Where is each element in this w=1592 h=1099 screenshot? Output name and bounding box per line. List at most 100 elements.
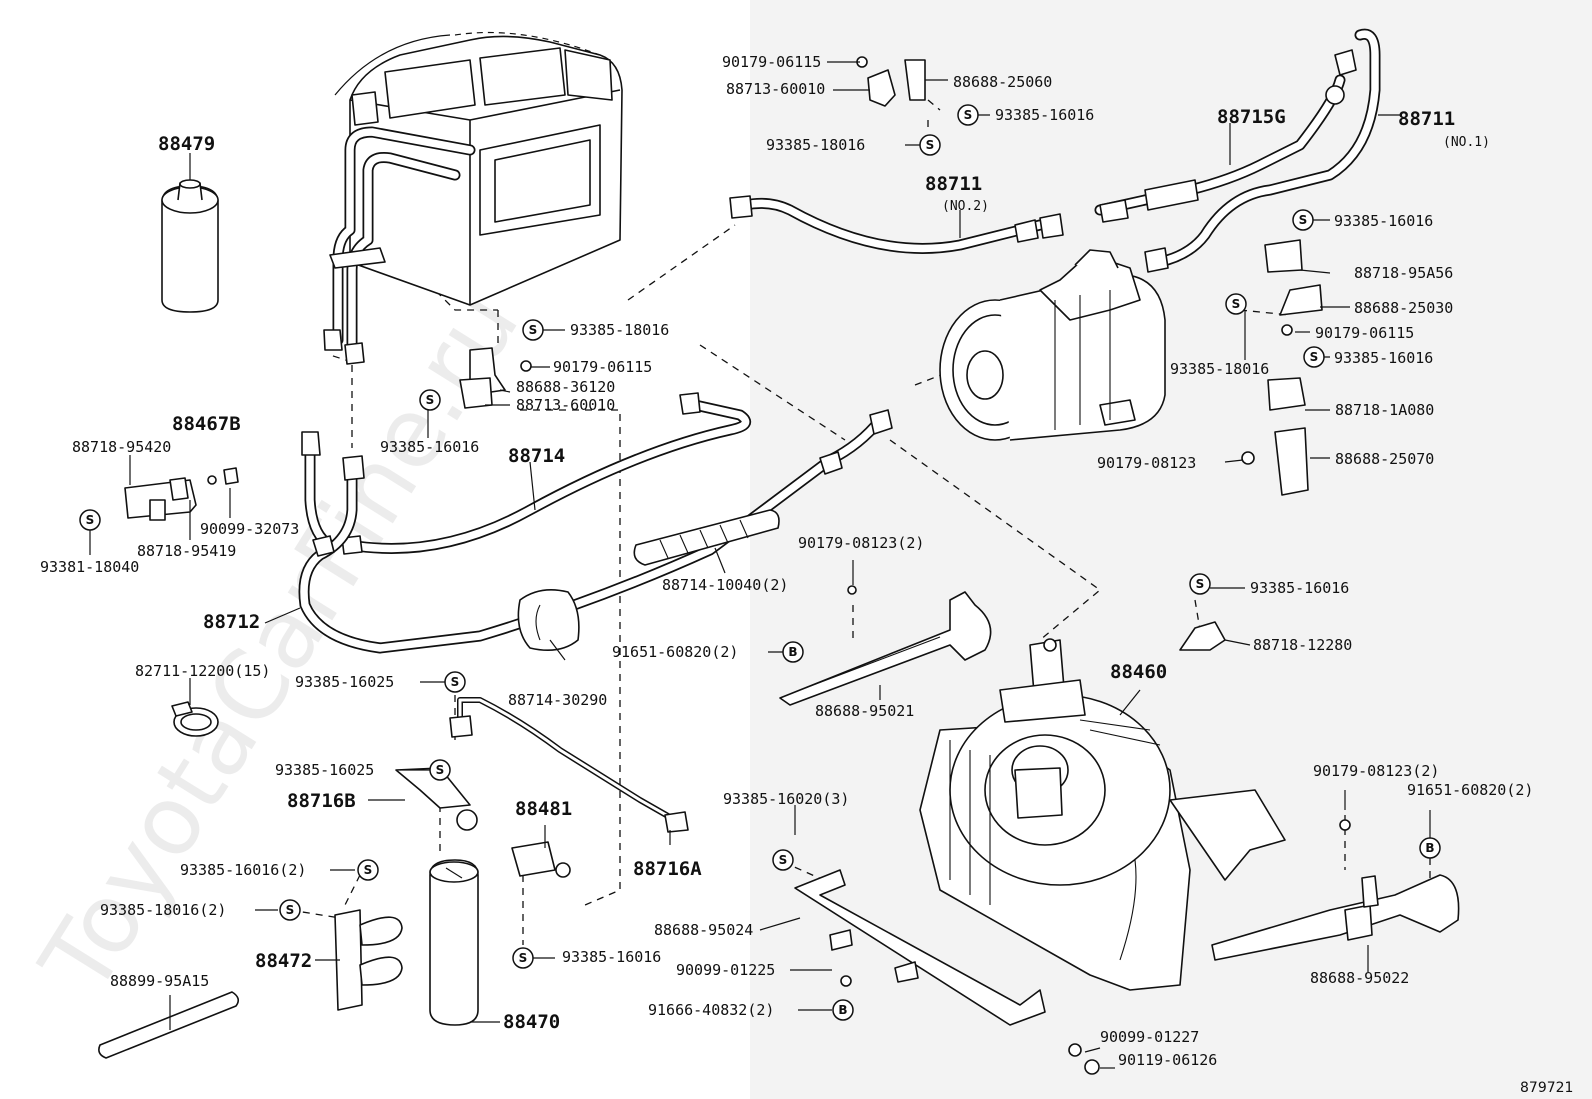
part-label-93385-16025-b: 93385-16025 (275, 761, 374, 779)
s-symbol: S (1292, 209, 1314, 231)
ac-compressor (939, 249, 1166, 441)
s-symbol: S (79, 509, 101, 531)
pressure-switch-assy (395, 697, 689, 878)
fasteners-bottom (840, 585, 1100, 1075)
evaporator-pipes (323, 126, 476, 365)
part-label-90099-01227: 90099-01227 (1100, 1028, 1199, 1046)
svg-text:S: S (426, 393, 435, 407)
part-label-88711-2: 88711 (925, 173, 982, 195)
part-label-88470: 88470 (503, 1011, 560, 1033)
part-label-88688-95024: 88688-95024 (654, 921, 753, 939)
part-label-88713-60010-a: 88713-60010 (516, 396, 615, 414)
part-label-88899-95A15: 88899-95A15 (110, 972, 209, 990)
s-symbol: S (429, 759, 451, 781)
svg-text:S: S (519, 951, 528, 965)
svg-text:S: S (779, 853, 788, 867)
bracket-88688-95021 (779, 591, 992, 706)
part-label-88688-25070: 88688-25070 (1335, 450, 1434, 468)
svg-text:S: S (451, 675, 460, 689)
part-label-88713-60010-b: 88713-60010 (726, 80, 825, 98)
svg-text:S: S (964, 108, 973, 122)
s-symbol: S (919, 134, 941, 156)
svg-text:S: S (1299, 213, 1308, 227)
part-88467b-bracket (124, 467, 239, 521)
part-label-88716B: 88716B (287, 790, 356, 812)
part-label-91666-40832: 91666-40832(2) (648, 1001, 774, 1019)
s-symbol: S (1189, 573, 1211, 595)
svg-text:S: S (1196, 577, 1205, 591)
part-label-93385-16025-a: 93385-16025 (295, 673, 394, 691)
part-label-93385-16016-b: 93385-16016 (995, 106, 1094, 124)
part-label-90099-32073: 90099-32073 (200, 520, 299, 538)
receiver-dryer-88470 (429, 859, 479, 1026)
evaporator-housing (334, 31, 623, 306)
part-label-90179-08123-2a: 90179-08123(2) (798, 534, 924, 552)
svg-text:S: S (286, 903, 295, 917)
symbol-markers: S S S S S S S S S S S S S S S B B B (79, 104, 1441, 1021)
part-number-labels: 8847988467B88718-9542090099-3207388718-9… (40, 53, 1533, 1069)
condenser-88460 (919, 638, 1286, 991)
part-label-88711-1: 88711 (1398, 108, 1455, 130)
part-label-93385-16020: 93385-16020(3) (723, 790, 849, 808)
part-label-93385-18016-a: 93385-18016 (570, 321, 669, 339)
strip-88899-95A15 (98, 991, 240, 1059)
part-label-88467B: 88467B (172, 413, 241, 435)
svg-text:B: B (1425, 841, 1434, 855)
s-symbol: S (957, 104, 979, 126)
part-label-88718-95A56: 88718-95A56 (1354, 264, 1453, 282)
part-label-88472: 88472 (255, 950, 312, 972)
b-symbol: B (1419, 837, 1441, 859)
part-label-88688-95022: 88688-95022 (1310, 969, 1409, 987)
bracket-88472 (334, 909, 403, 1011)
part-label-88714-10040: 88714-10040(2) (662, 576, 788, 594)
part-label-90179-06115-b: 90179-06115 (722, 53, 821, 71)
part-label-90179-08123-a: 90179-08123 (1097, 454, 1196, 472)
part-label-93385-16016-f: 93385-16016 (1250, 579, 1349, 597)
part-label-no2: (NO.2) (942, 199, 989, 214)
svg-text:S: S (529, 323, 538, 337)
part-label-91651-60820-2a: 91651-60820(2) (612, 643, 738, 661)
part-label-93385-16016-d: 93385-16016 (1334, 212, 1433, 230)
part-label-88688-36120: 88688-36120 (516, 378, 615, 396)
s-symbol: S (357, 859, 379, 881)
part-label-93385-18016-b: 93385-18016 (766, 136, 865, 154)
part-label-93381-18040: 93381-18040 (40, 558, 139, 576)
brackets-top (459, 56, 1323, 651)
part-label-88715G: 88715G (1217, 106, 1286, 128)
part-label-88481: 88481 (515, 798, 572, 820)
pipe-88711-no2 (729, 195, 1064, 254)
s-symbol: S (512, 947, 534, 969)
s-symbol: S (772, 849, 794, 871)
hose-88712 (298, 409, 893, 654)
b-symbol: B (782, 641, 804, 663)
part-label-88718-95420: 88718-95420 (72, 438, 171, 456)
part-label-91651-60820-2b: 91651-60820(2) (1407, 781, 1533, 799)
part-label-88688-25030: 88688-25030 (1354, 299, 1453, 317)
sleeve-88714-30290 (517, 589, 580, 651)
part-label-90119-06126: 90119-06126 (1118, 1051, 1217, 1069)
part-label-88718-95419: 88718-95419 (137, 542, 236, 560)
svg-text:S: S (1232, 297, 1241, 311)
part-label-90179-08123-2b: 90179-08123(2) (1313, 762, 1439, 780)
s-symbol: S (279, 899, 301, 921)
s-symbol: S (419, 389, 441, 411)
part-label-93385-16016-e: 93385-16016 (1334, 349, 1433, 367)
part-label-90099-01225: 90099-01225 (676, 961, 775, 979)
s-symbol: S (522, 319, 544, 341)
s-symbol: S (1225, 293, 1247, 315)
svg-text:S: S (364, 863, 373, 877)
svg-text:B: B (788, 645, 797, 659)
part-label-88714: 88714 (508, 445, 565, 467)
part-label-90179-06115-a: 90179-06115 (553, 358, 652, 376)
part-label-88718-12280: 88718-12280 (1253, 636, 1352, 654)
part-label-88718-1A080: 88718-1A080 (1335, 401, 1434, 419)
s-symbol: S (444, 671, 466, 693)
part-label-88714-30290: 88714-30290 (508, 691, 607, 709)
b-symbol: B (832, 999, 854, 1021)
leader-lines (89, 61, 1431, 1069)
part-label-93385-16016-2: 93385-16016(2) (180, 861, 306, 879)
part-label-88460: 88460 (1110, 661, 1167, 683)
part-label-88716A: 88716A (633, 858, 702, 880)
